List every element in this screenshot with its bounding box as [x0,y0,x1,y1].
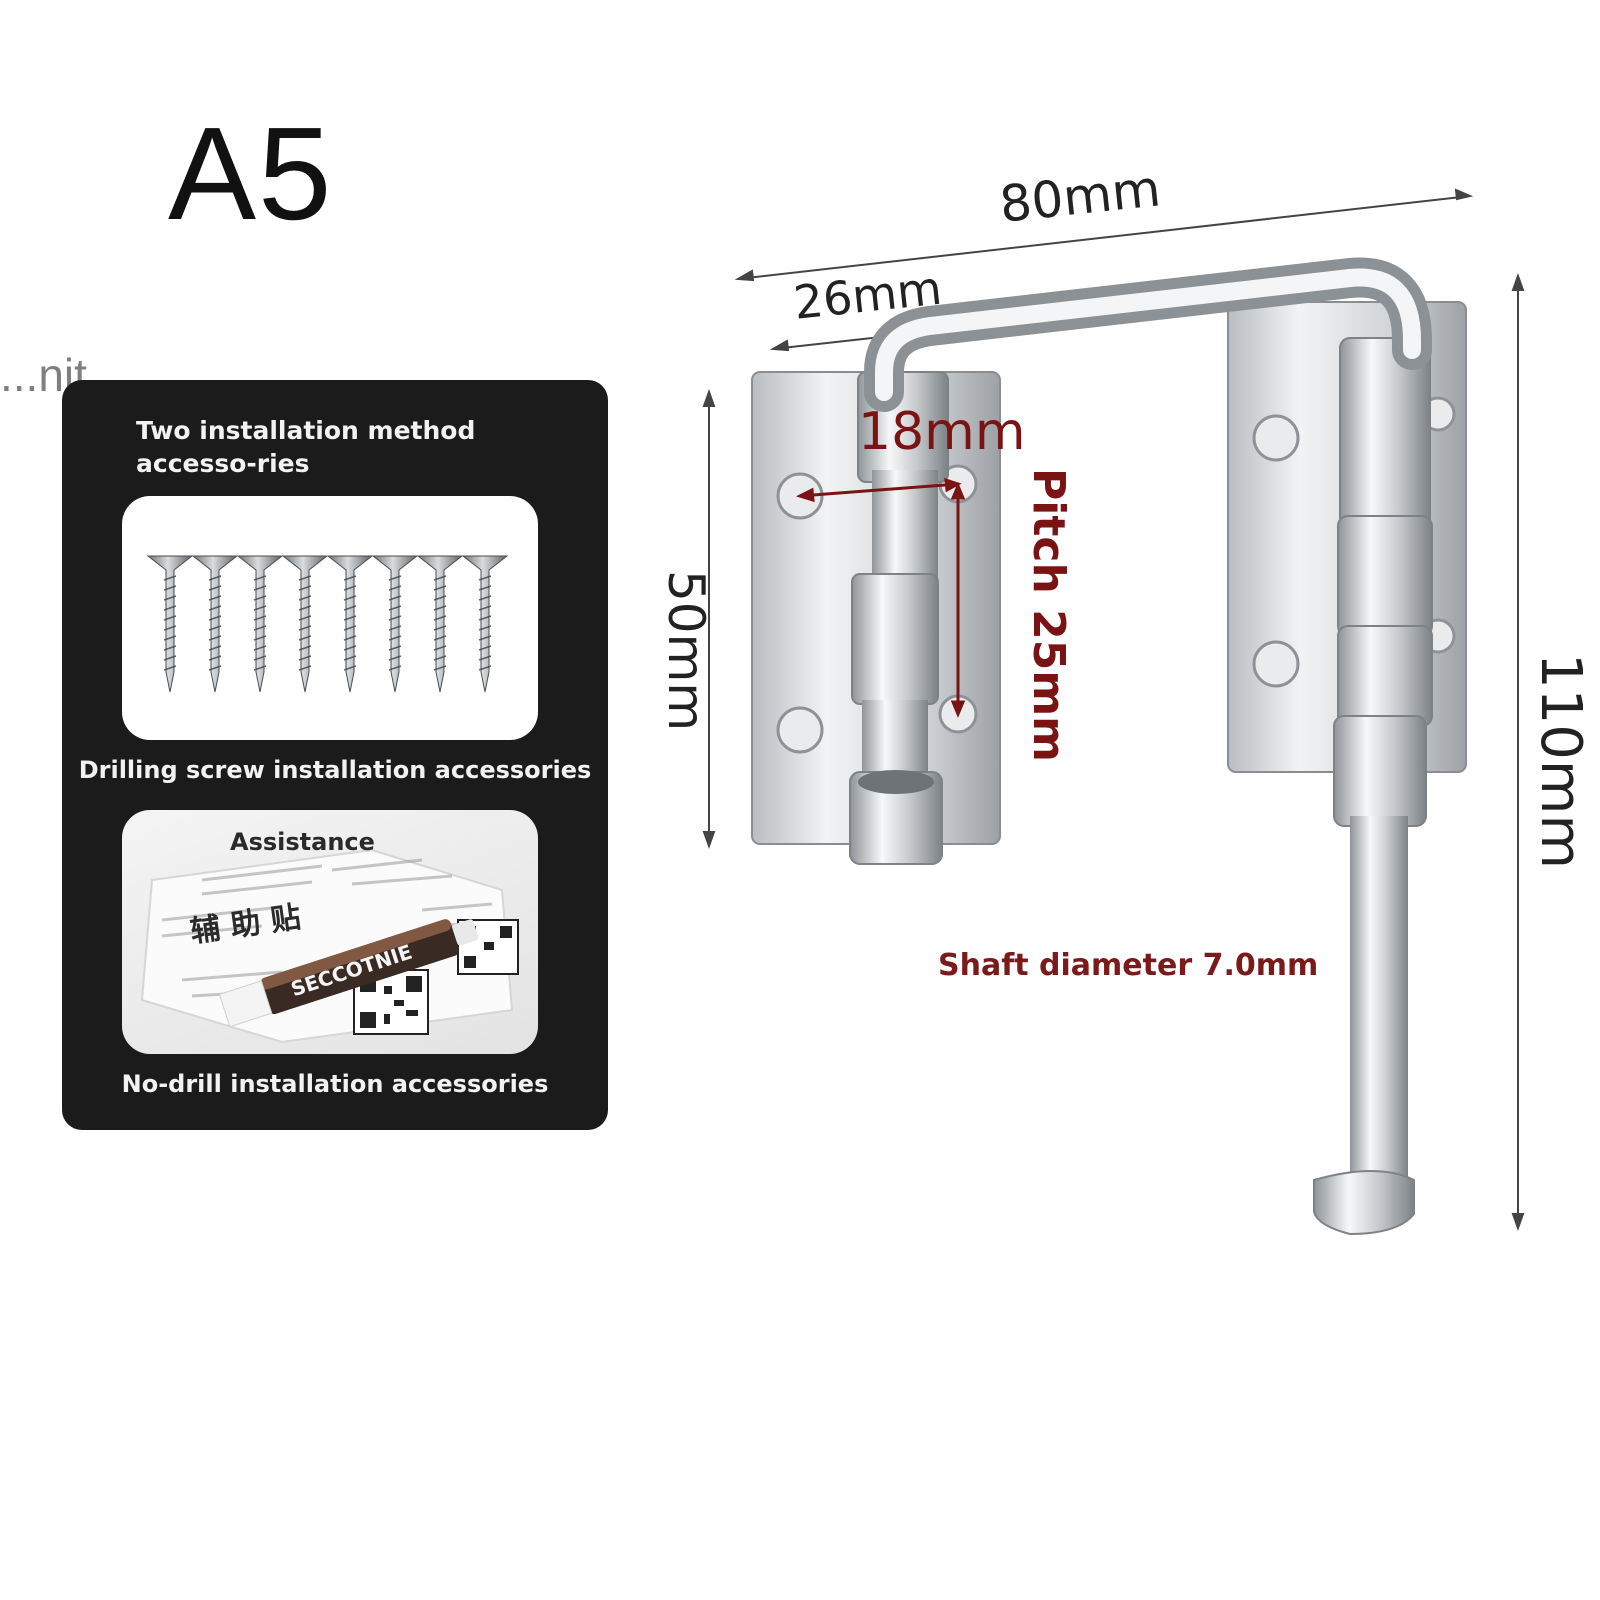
accessory-panel-title: Two installation method accesso-ries [136,416,476,478]
no-drill-accessories-caption: No-drill installation accessories [121,1070,549,1098]
latch-handle [864,257,1432,1236]
screw-icon [146,555,194,693]
shaft-diameter-label: Shaft diameter 7.0mm [938,948,1319,983]
accessory-panel: Two installation method accesso-ries [62,380,608,1130]
screw-icon [236,555,284,693]
screw-icon [281,555,329,693]
screw-set-icon [146,555,509,693]
assistance-label: Assistance [230,828,375,856]
glue-tube-icon: 辅 助 贴 SECCOTNIE [140,848,519,1044]
screw-icon [461,555,509,693]
total-height-dimension-label: 110mm [1528,653,1593,869]
screw-icon [326,555,374,693]
plate-height-dimension-label: 50mm [657,570,715,732]
right-mounting-plate [1227,301,1467,827]
pitch-markers [795,477,966,718]
model-label: A5 [168,100,334,247]
hole-spacing-label: 18mm [858,402,1026,462]
dimension-lines [702,188,1525,1231]
screw-icon [191,555,239,693]
screw-icon [416,555,464,693]
drilling-accessories-caption: Drilling screw installation accessories [78,756,592,784]
left-mounting-plate [751,371,1001,865]
pitch-label: Pitch 25mm [1023,468,1074,763]
offset-dimension-label: 26mm [791,260,945,330]
screw-icon [371,555,419,693]
glue-card: 辅 助 贴 SECCOTNIE [122,810,538,1054]
screw-card [122,496,538,740]
